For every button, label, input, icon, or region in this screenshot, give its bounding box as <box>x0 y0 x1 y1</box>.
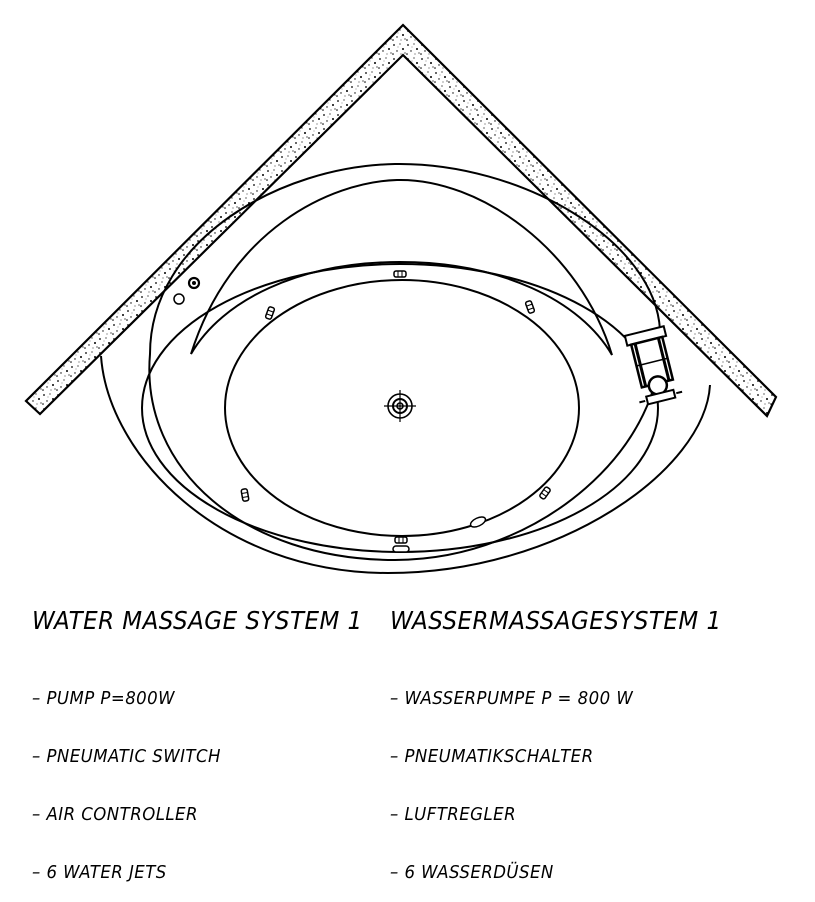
list-item: – 6 WASSERDÜSEN <box>390 862 554 883</box>
bathtub-plan-drawing <box>24 23 778 575</box>
air-controller-icon <box>173 293 185 305</box>
corner-wall <box>24 23 778 418</box>
water-jet <box>524 300 536 314</box>
list-item: – PUMP P=800W <box>32 688 176 709</box>
pump-icon <box>623 325 683 406</box>
basin-ellipse <box>224 279 580 537</box>
caption-title-german: WASSERMASSAGESYSTEM 1 <box>390 606 722 635</box>
water-jet <box>240 488 250 502</box>
caption-title-english: WATER MASSAGE SYSTEM 1 <box>32 606 363 635</box>
water-jet <box>394 536 408 544</box>
component-list-german: – WASSERPUMPE P = 800 W – PNEUMATIKSCHAL… <box>390 651 633 902</box>
pneumatic-switch-icon <box>192 281 196 285</box>
list-item: – WASSERPUMPE P = 800 W <box>390 688 634 709</box>
water-jet <box>539 486 551 500</box>
list-item: – AIR CONTROLLER <box>32 804 198 825</box>
water-jet <box>264 306 276 320</box>
water-jet <box>469 516 487 528</box>
component-list-english: – PUMP P=800W – PNEUMATIC SWITCH – AIR C… <box>32 651 221 902</box>
list-item: – LUFTREGLER <box>390 804 517 825</box>
list-item: – PNEUMATIC SWITCH <box>32 746 221 767</box>
backrest-crescent <box>190 178 613 356</box>
drain-icon <box>384 390 416 422</box>
tub-outer-rim <box>100 355 711 575</box>
water-jet <box>392 545 410 553</box>
list-item: – PNEUMATIKSCHALTER <box>390 746 594 767</box>
water-jet <box>393 270 407 278</box>
list-item: – 6 WATER JETS <box>32 862 167 883</box>
